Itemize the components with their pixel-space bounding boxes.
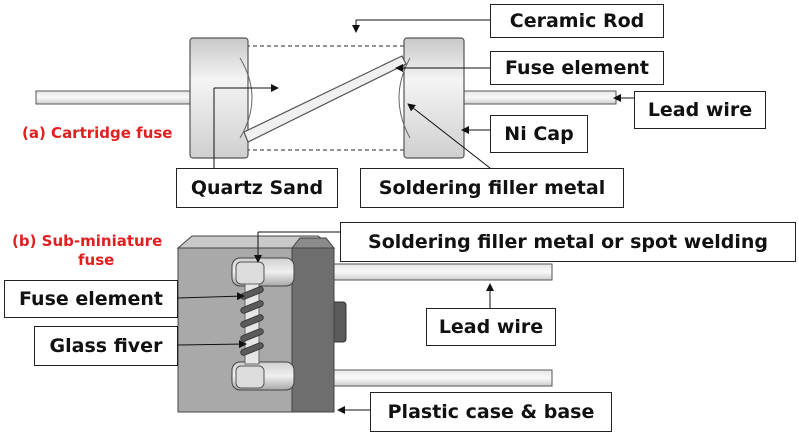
glass-fiver-label: Glass fiver xyxy=(34,326,178,366)
coil-turn xyxy=(240,342,264,356)
fuse-element-label: Fuse element xyxy=(490,51,664,85)
plastic-case-base-label: Plastic case & base xyxy=(370,392,612,432)
plastic-base-side xyxy=(291,247,335,413)
lower-lead-wire xyxy=(333,369,553,387)
coil-turn xyxy=(240,314,264,328)
right-lead-wire xyxy=(461,90,617,105)
subminiature-fuse-title-line2: fuse xyxy=(78,251,115,269)
fuse-element-coil xyxy=(240,286,264,356)
diagonal-fuse-element xyxy=(243,55,407,143)
ni-cap-label: Ni Cap xyxy=(490,115,588,153)
glass-fiver-leader xyxy=(177,340,247,349)
cartridge-fuse-title: (a) Cartridge fuse xyxy=(22,124,173,142)
coil-turn xyxy=(240,300,264,314)
upper-lead-wire xyxy=(333,263,553,281)
fuse-element-label-b: Fuse element xyxy=(4,280,178,318)
lead-wire-label-b: Lead wire xyxy=(426,308,556,346)
upper-terminal-pad xyxy=(235,261,265,285)
left-lead-wire xyxy=(35,90,193,105)
soldering-leader xyxy=(407,103,491,169)
left-ni-cap xyxy=(189,37,249,159)
subminiature-fuse-title-line1: (b) Sub-miniature xyxy=(12,232,163,250)
base-top-face xyxy=(290,237,336,249)
left-solder-joint xyxy=(239,57,253,139)
subminiature-fuse-drawing xyxy=(176,235,553,413)
lead-wire-label: Lead wire xyxy=(634,91,766,129)
right-ni-cap xyxy=(403,37,465,159)
soldering-filler-label: Soldering filler metal xyxy=(360,168,624,208)
soldering-spot-welding-label: Soldering filler metal or spot welding xyxy=(340,222,796,262)
fuse-element-leader-b xyxy=(177,292,245,301)
lower-terminal-pad xyxy=(235,365,265,389)
ceramic-rod-label: Ceramic Rod xyxy=(490,4,664,38)
coil-turn xyxy=(240,328,264,342)
quartz-sand-label: Quartz Sand xyxy=(176,168,338,208)
right-solder-joint xyxy=(398,57,411,139)
